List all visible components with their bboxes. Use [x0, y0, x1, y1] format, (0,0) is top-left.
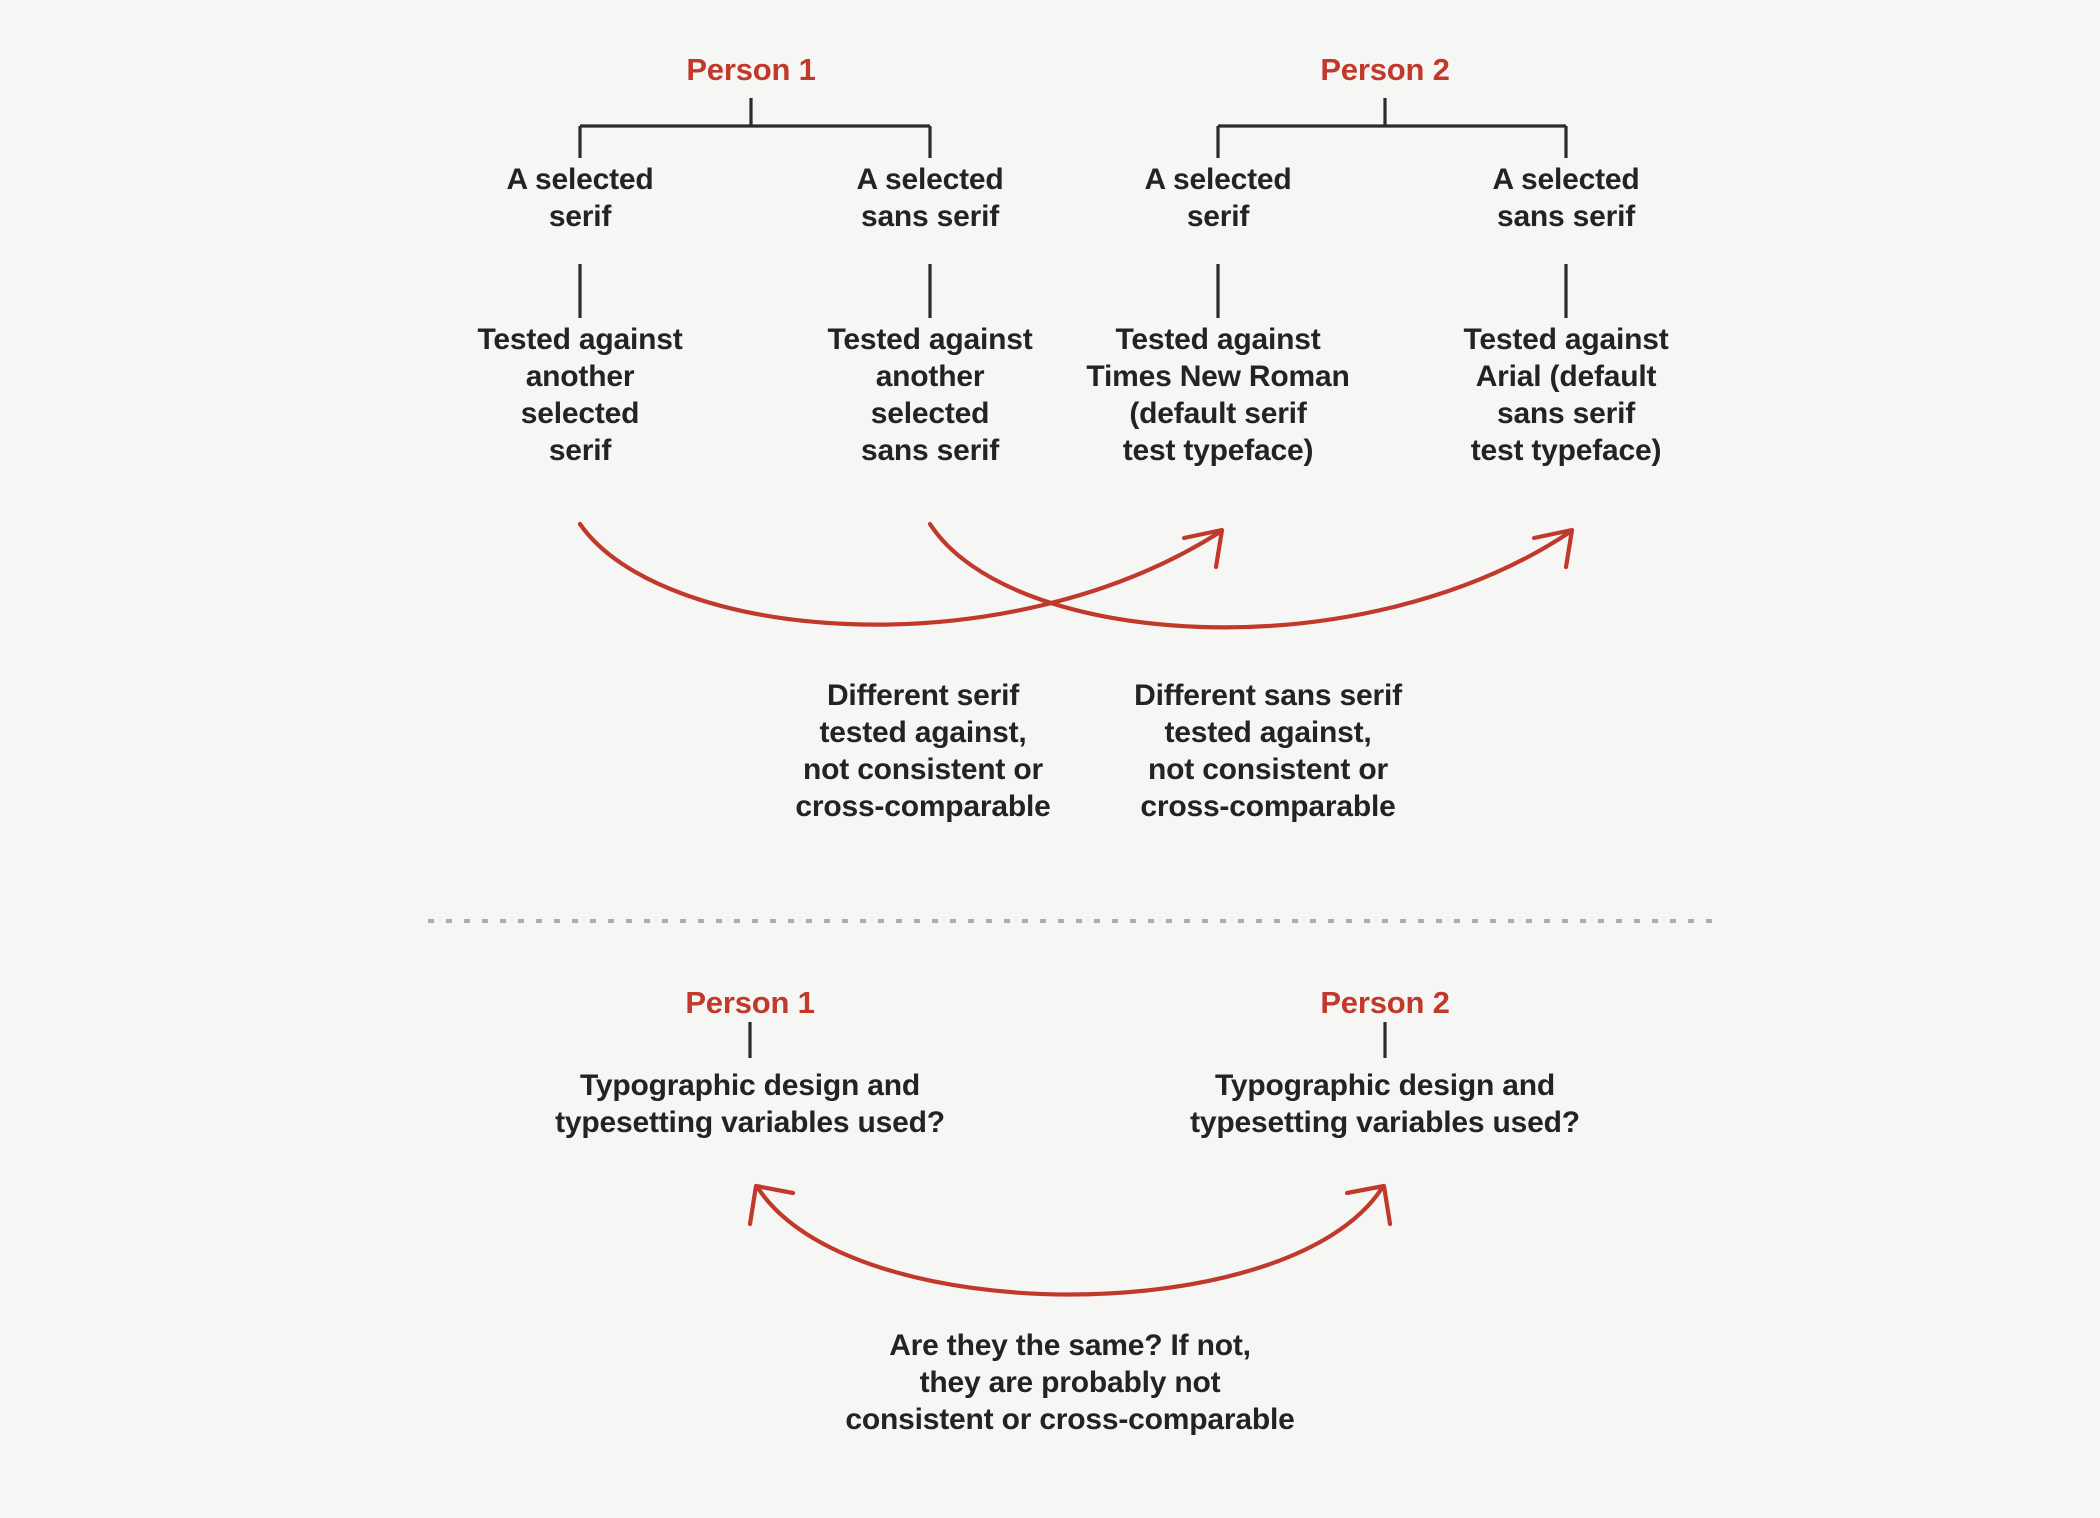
question-p1: Typographic design and typesetting varia…: [555, 1069, 945, 1139]
conclusion-serif: Different serif tested against, not cons…: [795, 679, 1051, 823]
person-1-label-bottom: Person 1: [685, 985, 815, 1020]
arrow-sansserif-cross: [927, 521, 1573, 630]
node-head-p1-serif: A selected serif: [506, 163, 654, 233]
person-2-label-bottom: Person 2: [1320, 985, 1450, 1020]
node-body-p1-serif: Tested against another selected serif: [477, 323, 683, 467]
person-2-label-top: Person 2: [1320, 52, 1450, 87]
arrow-serif-cross: [577, 521, 1223, 627]
arrow-sansserif-cross-head: [1531, 527, 1575, 570]
node-body-p1-sans: Tested against another selected sans ser…: [827, 323, 1033, 467]
arrow-bottom-left-head: [747, 1183, 796, 1227]
node-head-p2-serif: A selected serif: [1144, 163, 1292, 233]
conclusion-sans-serif: Different sans serif tested against, not…: [1134, 679, 1402, 823]
conclusion-bottom: Are they the same? If not, they are prob…: [845, 1329, 1295, 1436]
node-head-p1-sans: A selected sans serif: [856, 163, 1004, 233]
person-1-label-top: Person 1: [686, 52, 816, 87]
arrow-bottom-compare: [755, 1185, 1385, 1297]
question-p2: Typographic design and typesetting varia…: [1190, 1069, 1580, 1139]
arrow-bottom-right-head: [1344, 1183, 1393, 1227]
node-body-p2-sans: Tested against Arial (default sans serif…: [1463, 323, 1669, 467]
node-body-p2-serif: Tested against Times New Roman (default …: [1086, 323, 1350, 467]
arrow-serif-cross-head: [1181, 527, 1225, 570]
node-head-p2-sans: A selected sans serif: [1492, 163, 1640, 233]
